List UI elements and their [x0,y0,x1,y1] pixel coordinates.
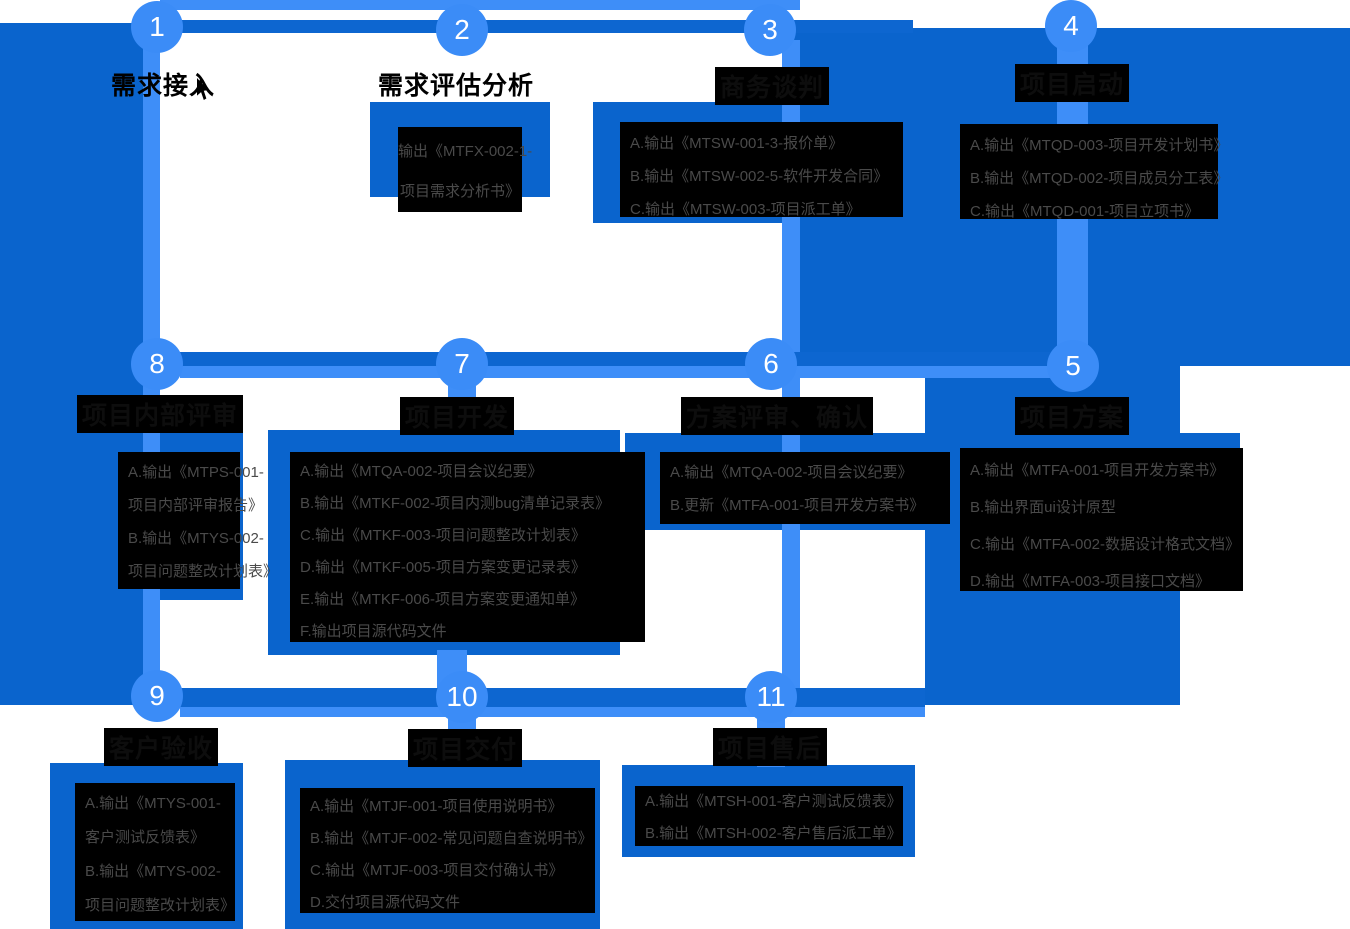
step-circle-9: 9 [131,670,183,722]
step-title-11: 项目售后 [650,728,890,766]
step-number: 1 [149,11,165,42]
outputs-step-4: A.输出《MTQD-003-项目开发计划书》 B.输出《MTQD-002-项目成… [960,124,1229,220]
output-line: B.输出《MTKF-002-项目内测bug清单记录表》 [300,495,611,512]
outputs-step-8: A.输出《MTPS-001- 项目内部评审报告》 B.输出《MTYS-002- … [118,452,279,589]
output-line: 项目内部评审报告》 [128,497,264,514]
output-line: A.输出《MTQD-003-项目开发计划书》 [970,137,1229,154]
step-number: 5 [1065,350,1081,381]
step-title-8: 项目内部评审 [40,395,280,433]
connector-top-strip [160,0,800,10]
connector-top-bar [170,20,913,33]
step-circle-8: 8 [131,338,183,390]
output-line: B.输出《MTQD-002-项目成员分工表》 [970,170,1229,187]
output-line: D.输出《MTKF-005-项目方案变更记录表》 [300,559,586,576]
outputs-step-2: 输出《MTFX-002-1- 项目需求分析书》 [398,127,533,212]
output-line: B.输出《MTYS-002- [128,530,264,547]
output-line: C.输出《MTJF-003-项目交付确认书》 [310,862,564,879]
output-line: C.输出《MTFA-002-数据设计格式文档》 [970,536,1241,553]
step-title-3: 商务谈判 [652,67,892,105]
step-number: 7 [454,348,470,379]
output-line: B.输出《MTYS-002- [85,863,221,880]
output-line: B.输出《MTSW-002-5-软件开发合同》 [630,168,889,185]
output-line: D.输出《MTFA-003-项目接口文档》 [970,573,1211,590]
step-number: 4 [1063,10,1079,41]
output-line: B.更新《MTFA-001-项目开发方案书》 [670,497,925,514]
step-number: 9 [149,680,165,711]
output-line: C.输出《MTKF-003-项目问题整改计划表》 [300,527,586,544]
step-number: 6 [763,348,779,379]
connector-1-to-8 [143,40,160,360]
step-title-1: 需求接入 [110,72,215,100]
output-line: A.输出《MTSW-001-3-报价单》 [630,135,844,152]
step-circle-10: 10 [436,671,488,723]
step-title-4: 项目启动 [952,64,1192,102]
output-line: B.输出《MTSH-002-客户售后派工单》 [645,825,902,842]
step-title-9: 客户验收 [41,728,281,766]
output-line: B.输出《MTJF-002-常见问题自查说明书》 [310,830,593,847]
connector-mid-bar-light [180,366,1073,378]
step-number: 11 [756,681,786,712]
output-line: A.输出《MTQA-002-项目会议纪要》 [300,463,543,480]
step-title-10: 项目交付 [345,729,585,767]
outputs-step-11: A.输出《MTSH-001-客户测试反馈表》 B.输出《MTSH-002-客户售… [635,786,903,846]
output-line: A.输出《MTPS-001- [128,464,264,481]
step-title-2: 需求评估分析 [377,72,534,100]
outputs-step-9: A.输出《MTYS-001- 客户测试反馈表》 B.输出《MTYS-002- 项… [75,783,235,921]
output-line: D.交付项目源代码文件 [310,894,461,911]
step-circle-5: 5 [1047,340,1099,392]
step-title-5: 项目方案 [952,397,1192,435]
output-line: 客户测试反馈表》 [85,829,206,846]
step-circle-7: 7 [436,338,488,390]
step-circle-2: 2 [436,4,488,56]
step-circle-3: 3 [744,4,796,56]
output-line: E.输出《MTKF-006-项目方案变更通知单》 [300,591,586,608]
outputs-step-7: A.输出《MTQA-002-项目会议纪要》 B.输出《MTKF-002-项目内测… [290,452,645,642]
connector-mid-bar-dark [170,352,1073,366]
output-line: 项目需求分析书》 [399,183,520,200]
step-number: 2 [454,14,470,45]
outputs-step-5: A.输出《MTFA-001-项目开发方案书》 B.输出界面ui设计原型 C.输出… [960,448,1243,591]
outputs-step-3: A.输出《MTSW-001-3-报价单》 B.输出《MTSW-002-5-软件开… [620,122,903,218]
connector-bottom-bar-dark [170,688,925,707]
output-line: A.输出《MTFA-001-项目开发方案书》 [970,462,1225,479]
step-title-6: 方案评审、确认 [657,397,897,435]
output-line: 项目问题整改计划表》 [128,563,279,580]
step-number: 3 [762,14,778,45]
step-number: 10 [446,681,478,712]
step-circle-4: 4 [1045,0,1097,52]
output-line: C.输出《MTSW-003-项目派工单》 [630,201,861,218]
output-line: A.输出《MTSH-001-客户测试反馈表》 [645,793,902,810]
output-line: C.输出《MTQD-001-项目立项书》 [970,203,1200,220]
left-column-rect [0,23,143,705]
connector-bottom-bar-light [180,707,925,717]
output-line: B.输出界面ui设计原型 [970,499,1116,516]
mouse-cursor-icon [197,78,209,100]
output-line: 输出《MTFX-002-1- [398,143,533,160]
step-circle-1: 1 [131,1,183,53]
outputs-step-6: A.输出《MTQA-002-项目会议纪要》 B.更新《MTFA-001-项目开发… [660,452,950,524]
output-line: A.输出《MTYS-001- [85,795,221,812]
step-circle-6: 6 [745,338,797,390]
output-line: A.输出《MTJF-001-项目使用说明书》 [310,798,563,815]
output-line: A.输出《MTQA-002-项目会议纪要》 [670,464,913,481]
output-line: 项目问题整改计划表》 [85,897,236,914]
step-number: 8 [149,348,165,379]
step-title-7: 项目开发 [337,397,577,435]
step-circle-11: 11 [745,671,797,723]
output-line: F.输出项目源代码文件 [300,623,447,640]
outputs-step-10: A.输出《MTJF-001-项目使用说明书》 B.输出《MTJF-002-常见问… [300,788,595,913]
